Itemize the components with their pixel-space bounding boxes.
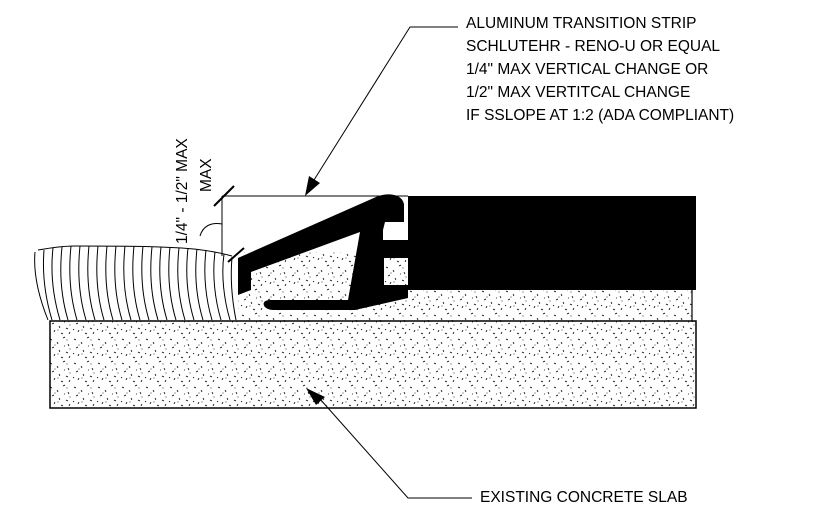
dimension-lines — [199, 185, 408, 263]
note-line: 1/4" MAX VERTICAL CHANGE OR — [466, 61, 709, 78]
note-line: SCHLUTEHR - RENO-U OR EQUAL — [466, 38, 721, 55]
strip-leader — [313, 26, 458, 181]
concrete-slab — [49, 320, 697, 409]
carpet — [34, 245, 237, 321]
note-line: 1/2" MAX VERTITCAL CHANGE — [466, 84, 691, 101]
note-line: ALUMINUM TRANSITION STRIP — [466, 15, 697, 32]
strip-leader-arrow — [305, 176, 320, 196]
concrete-slab-note: EXISTING CONCRETE SLAB — [480, 486, 688, 509]
slab-leader-arrow — [306, 388, 325, 405]
note-line: EXISTING CONCRETE SLAB — [480, 489, 688, 506]
slab-leader — [319, 398, 472, 499]
transition-strip — [238, 194, 408, 310]
dimension-label: 1/4" - 1/2" MAX — [174, 138, 191, 244]
floor-tile — [408, 196, 696, 290]
note-line: IF SSLOPE AT 1:2 (ADA COMPLIANT) — [466, 107, 735, 124]
dimension-max-label: MAX — [198, 158, 215, 192]
transition-strip-note: ALUMINUM TRANSITION STRIP SCHLUTEHR - RE… — [466, 12, 734, 127]
